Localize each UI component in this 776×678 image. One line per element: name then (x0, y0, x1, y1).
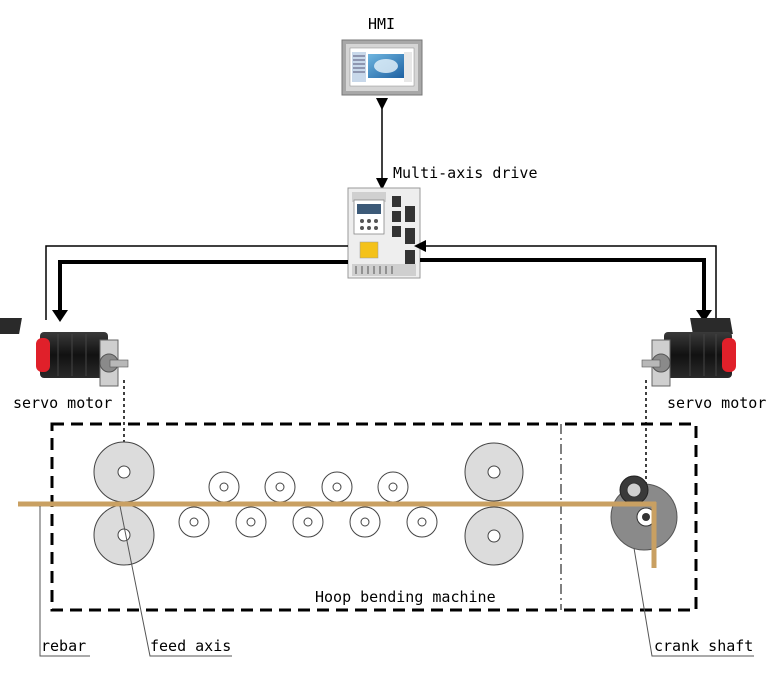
servo-right-label: servo motor (667, 394, 767, 412)
crank-shaft-label: crank shaft (654, 637, 754, 655)
hmi-label: HMI (368, 15, 396, 33)
right-servo-cables (414, 240, 717, 322)
rebar-leader (39, 506, 90, 657)
straightening-rollers-top (208, 471, 409, 503)
drive-label: Multi-axis drive (393, 164, 538, 182)
hmi-panel (341, 39, 423, 96)
crank-shaft-leader (633, 547, 754, 657)
crank-shaft (610, 475, 678, 551)
feed-axis-label: feed axis (150, 637, 232, 655)
left-servo-cables (45, 245, 348, 322)
output-rollers (464, 442, 524, 566)
feed-rollers (93, 441, 155, 566)
machine-boundary (50, 422, 698, 612)
left-servo-motor (0, 318, 129, 387)
right-servo-motor (641, 318, 736, 387)
servo-left-label: servo motor (13, 394, 113, 412)
feed-axis-leader (119, 505, 232, 657)
machine-label: Hoop bending machine (315, 588, 496, 606)
rebar (18, 501, 657, 568)
multi-axis-drive (347, 187, 421, 279)
straightening-rollers-bottom (178, 506, 438, 538)
rebar-label: rebar (41, 637, 87, 655)
